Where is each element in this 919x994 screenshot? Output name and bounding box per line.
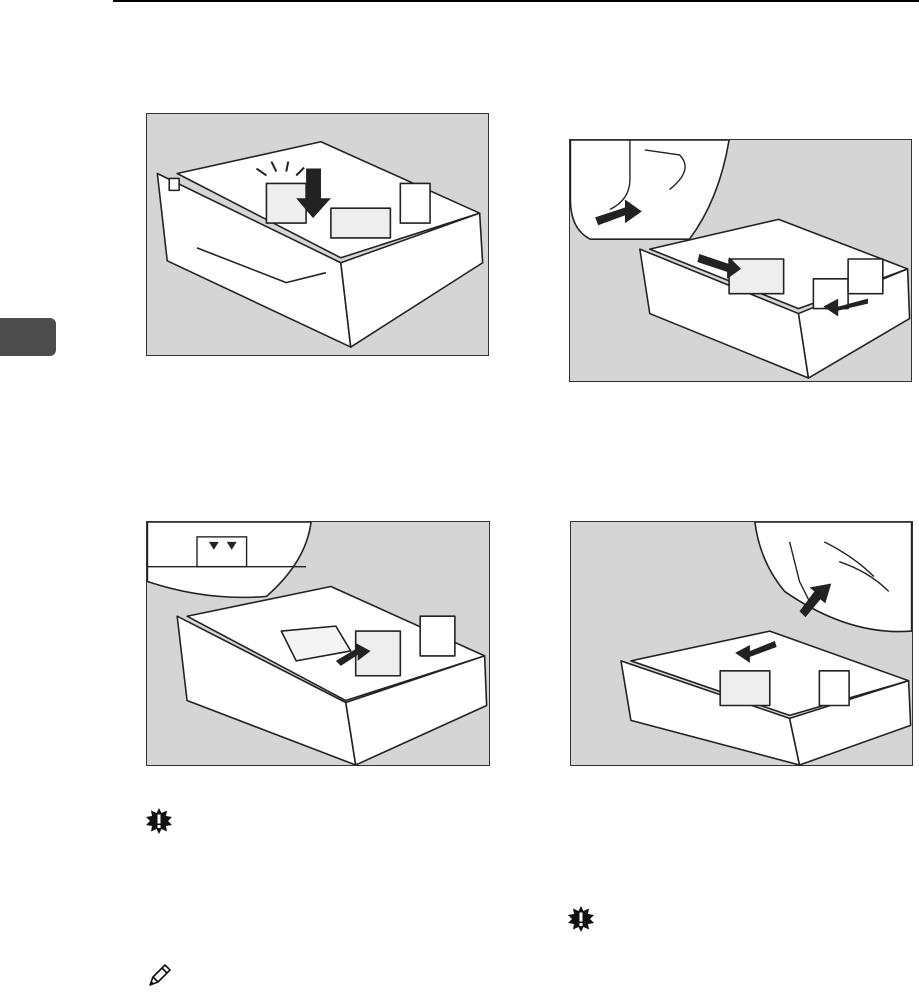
figure-tray-3 bbox=[146, 521, 490, 766]
header-rule bbox=[113, 0, 919, 2]
paper-tray-illustration-3 bbox=[147, 522, 489, 765]
paper-tray-illustration-4 bbox=[571, 522, 912, 765]
chapter-tab bbox=[0, 318, 56, 356]
important-icon bbox=[146, 808, 172, 834]
paper-tray-illustration-1 bbox=[147, 114, 488, 355]
paper-tray-illustration-2 bbox=[570, 140, 911, 381]
note-pencil-icon bbox=[146, 963, 172, 989]
figure-tray-2 bbox=[569, 139, 912, 382]
figure-tray-1 bbox=[146, 113, 489, 356]
figure-tray-4 bbox=[570, 521, 913, 766]
important-icon bbox=[568, 906, 594, 932]
